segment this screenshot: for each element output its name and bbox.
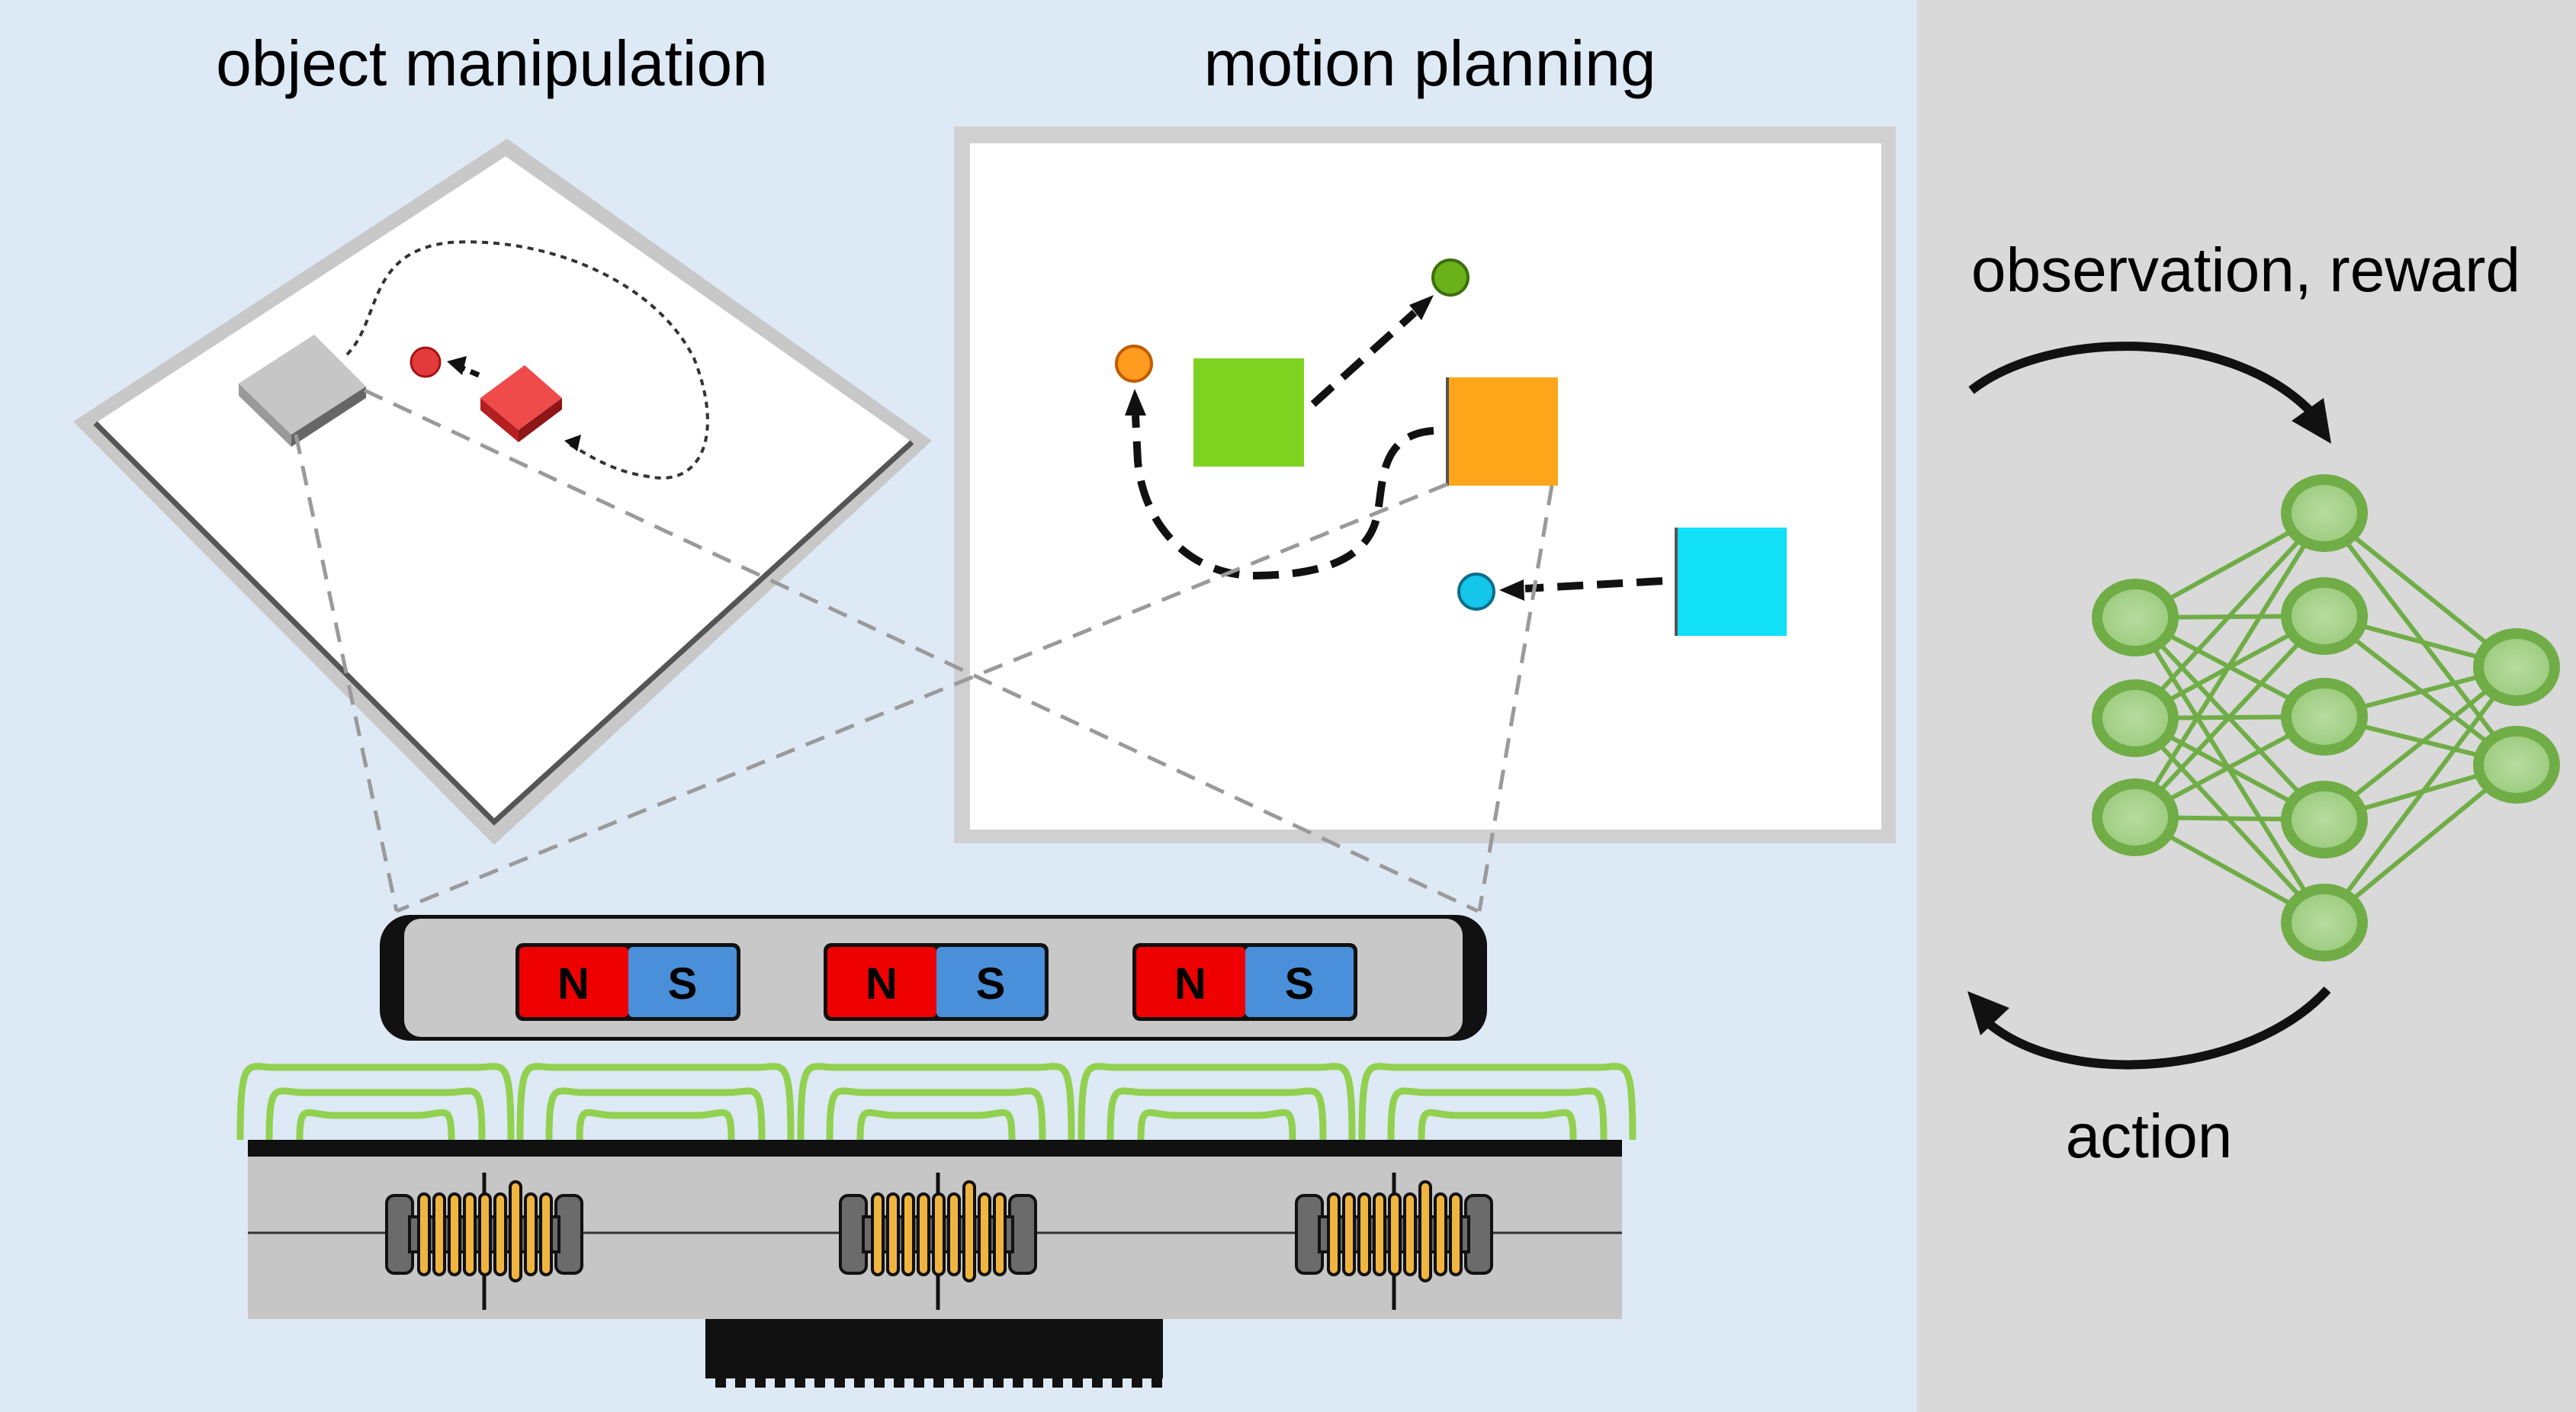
network-node [2092,778,2179,856]
magnet-south-label: S [976,959,1006,1009]
arrow-head-icon [2292,398,2331,444]
field-line [826,1087,1046,1141]
observation-reward-arrow-icon [1968,342,2318,419]
orange-square [1447,377,1558,486]
magnet-3: N S [1132,943,1357,1021]
coil-icon [385,1173,583,1310]
network-node [2281,884,2368,961]
magnet-south-label: S [668,959,698,1009]
red-target-sphere [410,346,442,378]
arrow-head-icon [1125,389,1146,416]
green-square [1193,358,1304,467]
network-node [2473,726,2560,804]
arrow-head-icon [1499,579,1524,601]
field-line [545,1087,766,1141]
arrow-head-icon [447,356,467,375]
coil-icon [1295,1173,1493,1310]
object-manipulation-title: object manipulation [216,27,768,99]
neural-network-icon [2092,474,2560,961]
magnet-north-label: N [557,959,589,1009]
red-cube [480,365,562,442]
network-node [2281,474,2368,552]
magnet-1: N S [516,943,740,1021]
motion-planning-title: motion planning [1203,27,1656,99]
field-line [856,1109,1016,1141]
stator-comb-base [705,1319,1163,1388]
field-line [1137,1109,1296,1141]
motion-planning-panel [954,127,1896,843]
gray-mover-block [239,335,366,447]
orange-dashed-path [1132,415,1434,580]
field-line [1358,1063,1636,1141]
field-line [296,1109,455,1141]
arrow-head-icon [1409,295,1434,320]
field-line [797,1063,1075,1141]
cyan-square [1676,528,1787,636]
arrow-head-icon [1967,991,2009,1035]
network-node [2281,678,2368,756]
action-arrow-icon [1983,986,2331,1070]
arrow-head-icon [564,435,581,451]
object-manipulation-tile [73,139,932,845]
magnet-north-label: N [1174,959,1206,1009]
orange-target [1115,345,1153,383]
field-line [1387,1087,1608,1141]
green-target [1431,258,1469,297]
coil-group [385,1173,1493,1310]
cyan-target [1457,573,1495,611]
field-line [1078,1063,1356,1141]
manipulation-dotted-path [345,240,709,480]
magnet-2: N S [824,943,1049,1021]
network-node [2092,579,2179,656]
field-line [1418,1109,1577,1141]
action-label: action [2066,1102,2233,1171]
field-line [265,1087,486,1141]
right-panel-background [1917,0,2576,1412]
network-node [2281,781,2368,858]
field-line [1107,1087,1327,1141]
field-line [576,1109,735,1141]
magnet-north-label: N [866,959,898,1009]
field-line [516,1063,795,1141]
magnetic-field-lines [236,1063,1636,1141]
network-node [2473,628,2560,706]
magnet-south-label: S [1285,959,1315,1009]
network-node [2092,679,2179,757]
network-node [2281,577,2368,655]
projection-lines [294,388,1554,913]
observation-reward-label: observation, reward [1971,236,2520,305]
coil-icon [839,1173,1037,1310]
field-line [236,1063,515,1141]
